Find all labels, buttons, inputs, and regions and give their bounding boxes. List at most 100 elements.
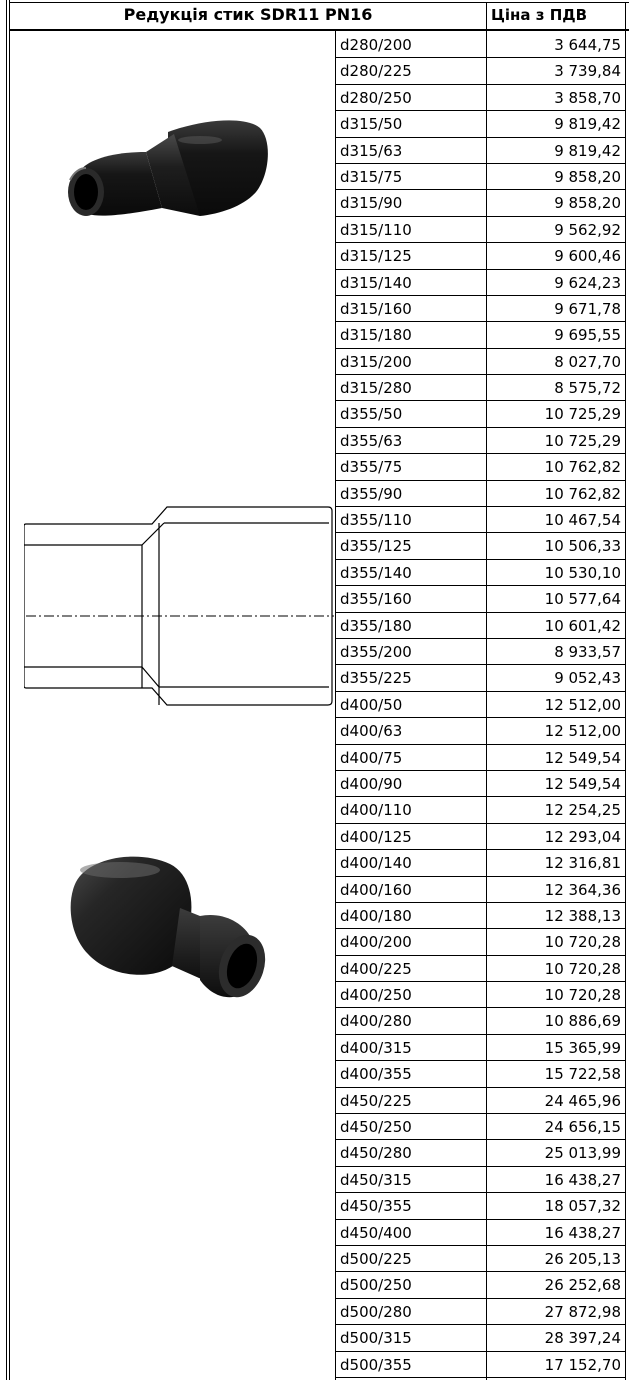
right-border xyxy=(625,2,626,1380)
price-cell: 12 293,04 xyxy=(544,827,621,846)
size-cell: d500/355 xyxy=(340,1355,412,1374)
size-cell: d355/90 xyxy=(340,484,403,503)
size-cell: d400/63 xyxy=(340,722,403,741)
size-cell: d280/225 xyxy=(340,62,412,81)
size-cell: d355/63 xyxy=(340,431,403,450)
size-cell: d315/75 xyxy=(340,167,403,186)
price-cell: 15 722,58 xyxy=(544,1065,621,1084)
row-divider xyxy=(336,1060,625,1062)
row-divider xyxy=(336,1139,625,1141)
row-divider xyxy=(336,1033,625,1035)
price-cell: 12 512,00 xyxy=(544,695,621,714)
price-cell: 27 872,98 xyxy=(544,1302,621,1321)
price-cell: 10 762,82 xyxy=(544,458,621,477)
size-cell: d400/75 xyxy=(340,748,403,767)
table-row: d280/225 3 739,84 xyxy=(336,58,629,85)
size-cell: d400/50 xyxy=(340,695,403,714)
size-cell: d450/280 xyxy=(340,1144,412,1163)
price-cell: 9 671,78 xyxy=(554,299,621,318)
size-cell: d315/110 xyxy=(340,220,412,239)
row-divider xyxy=(336,901,625,903)
size-cell: d400/280 xyxy=(340,1012,412,1031)
price-cell: 10 725,29 xyxy=(544,431,621,450)
price-cell: 9 624,23 xyxy=(554,273,621,292)
price-cell: 3 739,84 xyxy=(554,62,621,81)
reducer-photo-bottom xyxy=(70,856,266,998)
left-border xyxy=(6,0,7,1380)
row-divider xyxy=(336,849,625,851)
row-divider xyxy=(336,426,625,428)
price-cell: 16 438,27 xyxy=(544,1170,621,1189)
table-row: d315/160 9 671,78 xyxy=(336,296,629,323)
row-divider xyxy=(336,1244,625,1246)
price-cell: 15 365,99 xyxy=(544,1038,621,1057)
price-cell: 12 549,54 xyxy=(544,774,621,793)
row-divider xyxy=(336,928,625,930)
price-cell: 26 205,13 xyxy=(544,1249,621,1268)
row-divider xyxy=(336,585,625,587)
row-divider xyxy=(336,453,625,455)
size-cell: d315/160 xyxy=(340,299,412,318)
table-row: d400/110 12 254,25 xyxy=(336,797,629,824)
size-cell: d400/110 xyxy=(340,801,412,820)
price-cell: 18 057,32 xyxy=(544,1197,621,1216)
row-divider xyxy=(336,294,625,296)
price-cell: 24 465,96 xyxy=(544,1091,621,1110)
table-row: d400/90 12 549,54 xyxy=(336,771,629,798)
price-cell: 9 819,42 xyxy=(554,141,621,160)
size-cell: d500/250 xyxy=(340,1276,412,1295)
size-cell: d355/50 xyxy=(340,405,403,424)
row-divider xyxy=(336,189,625,191)
column-divider-size xyxy=(335,31,336,1380)
price-cell: 12 254,25 xyxy=(544,801,621,820)
size-cell: d355/160 xyxy=(340,590,412,609)
price-cell: 8 933,57 xyxy=(554,642,621,661)
row-divider xyxy=(336,717,625,719)
row-divider xyxy=(336,242,625,244)
size-cell: d355/140 xyxy=(340,563,412,582)
row-divider xyxy=(336,57,625,59)
table-row: d400/50 12 512,00 xyxy=(336,692,629,719)
size-cell: d400/90 xyxy=(340,774,403,793)
size-cell: d355/200 xyxy=(340,642,412,661)
size-cell: d450/400 xyxy=(340,1223,412,1242)
size-cell: d315/90 xyxy=(340,194,403,213)
left-border-inner xyxy=(9,0,10,1380)
price-cell: 26 252,68 xyxy=(544,1276,621,1295)
price-cell: 8 027,70 xyxy=(554,352,621,371)
price-cell: 10 506,33 xyxy=(544,537,621,556)
size-cell: d400/160 xyxy=(340,880,412,899)
size-cell: d315/180 xyxy=(340,326,412,345)
size-cell: d450/250 xyxy=(340,1118,412,1137)
price-cell: 10 886,69 xyxy=(544,1012,621,1031)
price-cell: 10 720,28 xyxy=(544,933,621,952)
table-row: d400/280 10 886,69 xyxy=(336,1008,629,1035)
size-cell: d500/280 xyxy=(340,1302,412,1321)
row-divider xyxy=(336,1297,625,1299)
price-cell: 9 695,55 xyxy=(554,326,621,345)
size-cell: d315/125 xyxy=(340,247,412,266)
row-divider xyxy=(336,1271,625,1273)
table-title: Редукція стик SDR11 PN16 xyxy=(123,5,373,24)
size-cell: d355/110 xyxy=(340,511,412,530)
